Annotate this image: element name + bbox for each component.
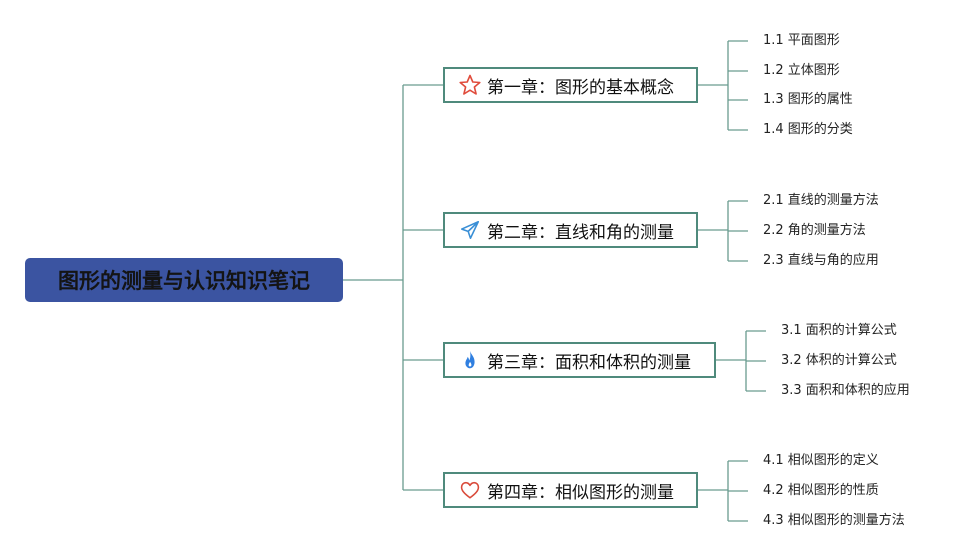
chapter-title: 第三章：面积和体积的测量 xyxy=(487,352,691,373)
leaf-item[interactable]: 1.4 图形的分类 xyxy=(763,122,853,137)
heart-icon xyxy=(457,477,483,503)
chapter-node-2[interactable]: 第二章：直线和角的测量 xyxy=(443,212,698,248)
chapter-node-4[interactable]: 第四章：相似图形的测量 xyxy=(443,472,698,508)
leaf-item[interactable]: 2.2 角的测量方法 xyxy=(763,223,866,238)
paper-plane-icon xyxy=(457,217,483,243)
root-title: 图形的测量与认识知识笔记 xyxy=(58,269,310,293)
chapter-title: 第一章：图形的基本概念 xyxy=(487,77,674,98)
chapter-node-1[interactable]: 第一章：图形的基本概念 xyxy=(443,67,698,103)
root-node[interactable]: 图形的测量与认识知识笔记 xyxy=(25,258,343,302)
leaf-item[interactable]: 1.3 图形的属性 xyxy=(763,92,853,107)
star-icon xyxy=(457,72,483,98)
leaf-item[interactable]: 3.1 面积的计算公式 xyxy=(781,323,897,338)
leaf-item[interactable]: 2.3 直线与角的应用 xyxy=(763,253,879,268)
leaf-item[interactable]: 4.1 相似图形的定义 xyxy=(763,453,879,468)
leaf-item[interactable]: 1.1 平面图形 xyxy=(763,33,840,48)
leaf-item[interactable]: 4.2 相似图形的性质 xyxy=(763,483,879,498)
leaf-item[interactable]: 1.2 立体图形 xyxy=(763,63,840,78)
chapter-node-3[interactable]: 第三章：面积和体积的测量 xyxy=(443,342,716,378)
chapter-title: 第二章：直线和角的测量 xyxy=(487,222,674,243)
leaf-item[interactable]: 2.1 直线的测量方法 xyxy=(763,193,879,208)
leaf-item[interactable]: 4.3 相似图形的测量方法 xyxy=(763,513,905,528)
chapter-title: 第四章：相似图形的测量 xyxy=(487,482,674,503)
flame-icon xyxy=(457,347,483,373)
leaf-item[interactable]: 3.2 体积的计算公式 xyxy=(781,353,897,368)
leaf-item[interactable]: 3.3 面积和体积的应用 xyxy=(781,383,910,398)
